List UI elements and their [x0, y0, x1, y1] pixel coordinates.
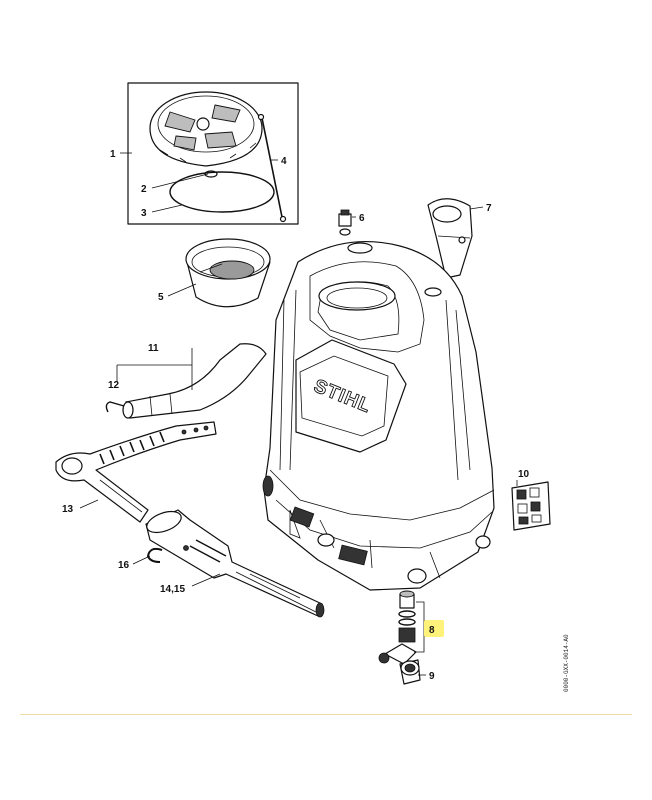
shoulder-strap-part[interactable] [55, 421, 217, 523]
callout-12: 12 [108, 380, 120, 391]
callout-10: 10 [518, 469, 530, 480]
lid-inset-box [127, 82, 299, 225]
leader-lines [79, 152, 518, 676]
drawing-reference-code: 0000-GXX-0014-A0 [563, 634, 570, 692]
callout-2: 2 [141, 184, 147, 195]
callout-5: 5 [158, 292, 164, 303]
strap-part[interactable] [261, 117, 283, 218]
valve-cap-part[interactable] [338, 209, 352, 236]
callout-6: 6 [359, 213, 365, 224]
decal-label-part[interactable] [511, 481, 551, 531]
callout-9: 9 [429, 671, 435, 682]
tank-body: STIHL [262, 241, 495, 591]
lance-part[interactable] [144, 507, 325, 618]
callout-4: 4 [281, 156, 287, 167]
holder-bracket-part[interactable] [427, 198, 473, 279]
callout-14-15: 14,15 [160, 584, 185, 595]
callout-3: 3 [141, 208, 147, 219]
bottom-divider [20, 714, 632, 715]
strainer-basket-part[interactable] [185, 238, 271, 308]
callout-1: 1 [110, 149, 116, 160]
lid-part[interactable] [149, 91, 263, 167]
callout-8: 8 [429, 625, 435, 636]
callout-8-highlight [424, 620, 444, 637]
callout-11: 11 [148, 343, 159, 354]
fitting-assembly-part[interactable] [378, 590, 421, 685]
callout-7: 7 [486, 203, 492, 214]
hose-part[interactable] [105, 343, 267, 419]
clip-part[interactable] [146, 547, 163, 563]
callout-13: 13 [62, 504, 74, 515]
callout-16: 16 [118, 560, 130, 571]
ring-part[interactable] [169, 171, 275, 213]
